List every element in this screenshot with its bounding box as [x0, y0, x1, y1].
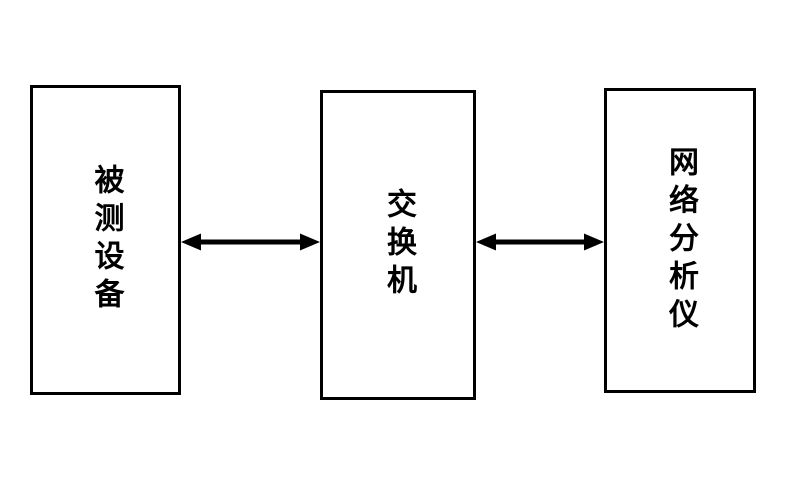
node-device-under-test: 被测设备	[30, 85, 181, 395]
bidirectional-arrow-switch-analyzer-icon	[476, 233, 604, 251]
node-network-analyzer-label: 网络分析仪	[663, 145, 698, 336]
node-network-analyzer: 网络分析仪	[604, 88, 756, 393]
node-switch-label: 交换机	[381, 188, 416, 302]
node-switch: 交换机	[320, 90, 476, 400]
node-device-under-test-label: 被测设备	[88, 164, 124, 316]
bidirectional-arrow-dut-switch-icon	[181, 233, 320, 251]
